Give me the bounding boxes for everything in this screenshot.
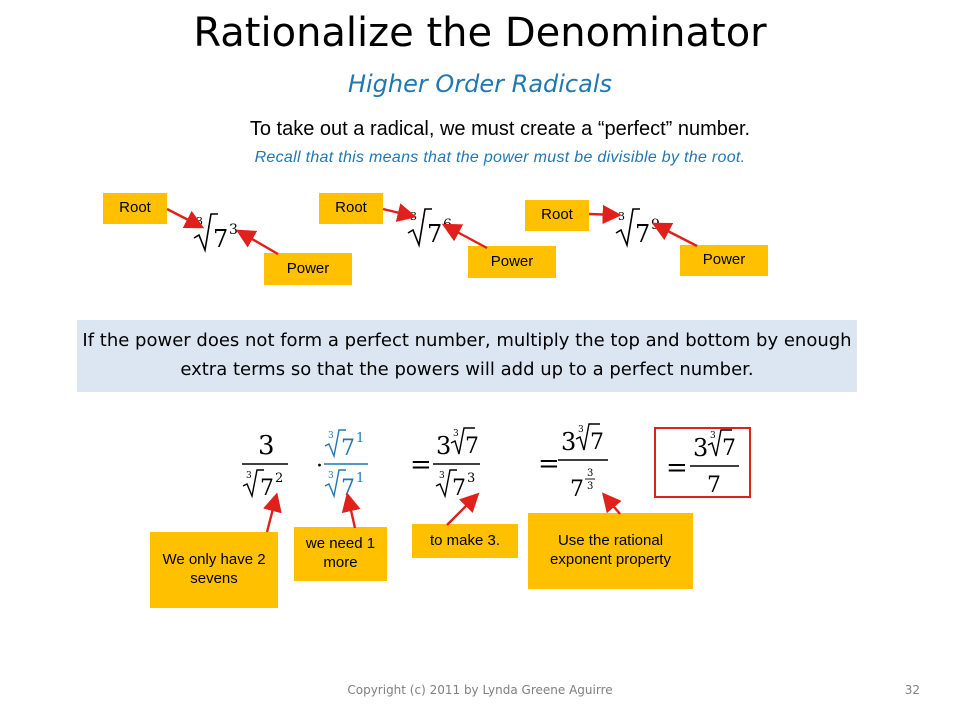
eq3-num-radical bbox=[450, 427, 475, 455]
callout-only-two: We only have 2 sevens bbox=[150, 532, 278, 608]
intro-text: To take out a radical, we must create a … bbox=[249, 118, 751, 140]
worked-equation: 3 3 7 2 · 3 7 1 3 7 1 = 3 3 7 3 7 3 = 3 … bbox=[242, 423, 751, 502]
slide-title: Rationalize the Denominator bbox=[193, 10, 767, 56]
page-number: 32 bbox=[904, 683, 920, 697]
eq4-den-base: 7 bbox=[570, 477, 584, 502]
slide-subtitle: Higher Order Radicals bbox=[347, 70, 613, 98]
perfect-number-note: If the power does not form a perfect num… bbox=[77, 320, 857, 392]
eq3-den-index: 3 bbox=[439, 471, 445, 481]
eq1-numerator: 3 bbox=[258, 431, 275, 461]
final-denominator: 7 bbox=[707, 473, 721, 498]
radical-base-3: 7 bbox=[635, 220, 650, 248]
radical-sign-1 bbox=[193, 213, 218, 253]
eq3-num-index: 3 bbox=[453, 429, 459, 439]
arrow-make-three bbox=[446, 492, 480, 526]
radical-exponent-1: 3 bbox=[229, 222, 238, 238]
callout-need-one: we need 1 more bbox=[294, 527, 387, 581]
equals-2: = bbox=[538, 449, 560, 479]
final-num-index: 3 bbox=[710, 431, 716, 441]
equals-1: = bbox=[410, 450, 432, 480]
radical-sign-3 bbox=[615, 208, 640, 248]
eq3-den-exponent: 3 bbox=[467, 471, 475, 486]
radical-sign-2 bbox=[407, 208, 432, 248]
multiply-dot: · bbox=[316, 454, 323, 479]
eq4-num-base: 7 bbox=[590, 430, 604, 455]
eq3-num-coef: 3 bbox=[436, 432, 451, 460]
eq4-exp-num: 3 bbox=[587, 468, 593, 479]
final-num-radical bbox=[707, 429, 732, 457]
eq4-exp-den: 3 bbox=[587, 481, 593, 492]
eq4-num-radical bbox=[575, 423, 600, 451]
eq4-num-coef: 3 bbox=[561, 428, 576, 456]
eq4-num-index: 3 bbox=[578, 425, 584, 435]
eq3-num-base: 7 bbox=[465, 434, 479, 459]
root-label-2: Root bbox=[319, 193, 383, 224]
copyright-footer: Copyright (c) 2011 by Lynda Greene Aguir… bbox=[347, 683, 613, 697]
eq1-den-radical bbox=[242, 469, 264, 499]
arrow-only-two bbox=[263, 492, 282, 533]
arrow-power-1 bbox=[235, 229, 279, 256]
final-answer-box bbox=[654, 427, 751, 498]
callout-rational-exponent: Use the rational exponent property bbox=[528, 513, 693, 589]
final-num-base: 7 bbox=[722, 436, 736, 461]
recall-text: Recall that this means that the power mu… bbox=[254, 149, 746, 166]
root-label-1: Root bbox=[103, 193, 167, 224]
power-label-1: Power bbox=[264, 253, 352, 285]
callout-make-three: to make 3. bbox=[412, 524, 518, 558]
eq2-num-exponent: 1 bbox=[356, 431, 364, 446]
eq3-den-radical bbox=[435, 469, 457, 499]
eq2-num-radical bbox=[324, 429, 346, 459]
eq2-den-index: 3 bbox=[328, 471, 334, 481]
eq2-den-radical bbox=[324, 469, 346, 499]
root-label-3: Root bbox=[525, 200, 589, 231]
final-num-coef: 3 bbox=[693, 434, 708, 462]
arrow-rational-exponent bbox=[601, 492, 622, 515]
radical-base-1: 7 bbox=[213, 225, 228, 253]
arrow-power-3 bbox=[651, 222, 698, 248]
arrow-root-3 bbox=[588, 204, 622, 225]
arrow-root-2 bbox=[382, 203, 417, 222]
arrow-root-1 bbox=[166, 207, 205, 229]
arrow-power-2 bbox=[441, 223, 488, 250]
eq1-den-index: 3 bbox=[246, 471, 252, 481]
eq1-den-exponent: 2 bbox=[275, 471, 283, 486]
eq2-num-index: 3 bbox=[328, 431, 334, 441]
power-label-3: Power bbox=[680, 245, 768, 276]
arrow-need-one bbox=[341, 492, 361, 529]
power-label-2: Power bbox=[468, 246, 556, 278]
equals-3: = bbox=[666, 453, 688, 483]
eq2-den-exponent: 1 bbox=[356, 471, 364, 486]
eq2-num-base: 7 bbox=[341, 436, 355, 461]
radical-base-2: 7 bbox=[427, 220, 442, 248]
